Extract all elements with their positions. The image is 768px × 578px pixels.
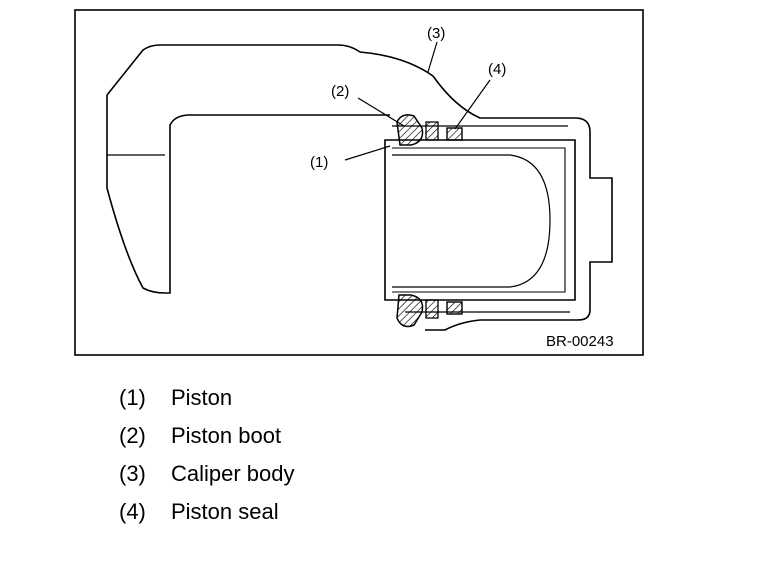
legend-number: (2) bbox=[119, 423, 146, 448]
legend-number: (3) bbox=[119, 461, 146, 486]
caliper-left-arm bbox=[106, 95, 390, 294]
legend-item: (2) Piston boot bbox=[119, 422, 295, 460]
figure-code: BR-00243 bbox=[546, 333, 614, 350]
leader-line-2 bbox=[357, 97, 405, 127]
figure-frame bbox=[74, 9, 644, 356]
legend-item: (4) Piston seal bbox=[119, 498, 295, 536]
legend-item: (3) Caliper body bbox=[119, 460, 295, 498]
callout-4: (4) bbox=[488, 61, 506, 78]
legend-number: (4) bbox=[119, 499, 146, 524]
legend-number: (1) bbox=[119, 385, 146, 410]
callout-3: (3) bbox=[427, 25, 445, 42]
leader-line-3 bbox=[427, 41, 438, 73]
callout-2: (2) bbox=[331, 83, 349, 100]
legend-label: Piston bbox=[171, 385, 233, 410]
legend-label: Piston boot bbox=[171, 423, 282, 448]
piston bbox=[384, 139, 576, 301]
legend: (1) Piston (2) Piston boot (3) Caliper body… bbox=[119, 384, 295, 536]
legend-item: (1) Piston bbox=[119, 384, 295, 422]
legend-label: Piston seal bbox=[171, 499, 279, 524]
callout-1: (1) bbox=[310, 154, 328, 171]
leader-line-1 bbox=[344, 145, 391, 161]
leader-line-4 bbox=[454, 79, 491, 130]
caliper-body-outline bbox=[106, 44, 613, 331]
legend-label: Caliper body bbox=[171, 461, 295, 486]
piston-seal bbox=[446, 127, 463, 315]
piston-boot bbox=[396, 114, 439, 328]
